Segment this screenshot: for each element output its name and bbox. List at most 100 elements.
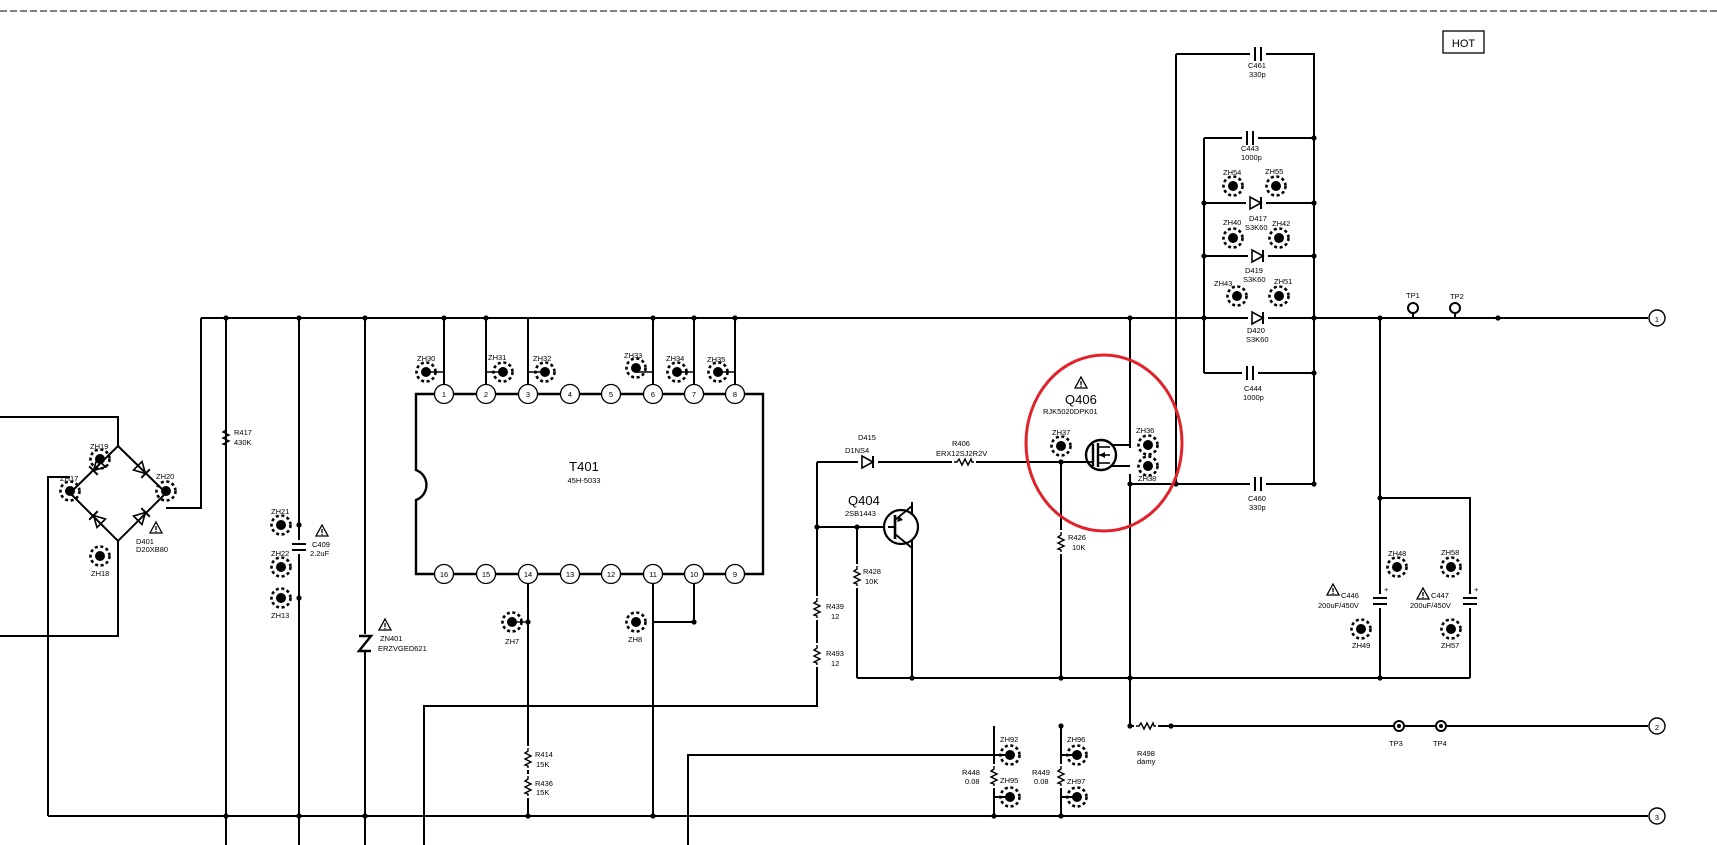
svg-text:ZH19: ZH19 [90,442,108,451]
svg-text:TP2: TP2 [1450,292,1464,301]
svg-text:S3K60: S3K60 [1243,275,1266,284]
svg-text:200uF/450V: 200uF/450V [1318,601,1359,610]
svg-text:C444: C444 [1244,384,1262,393]
svg-text:ZH48: ZH48 [1388,549,1406,558]
svg-text:330p: 330p [1249,70,1266,79]
svg-text:ZH95: ZH95 [1000,776,1018,785]
diode-d420: D420 S3K60 [1246,311,1269,344]
svg-text:12: 12 [831,659,839,668]
t401-top-pin-circle [724,383,746,405]
t401-bottom-pin-circle [517,563,539,585]
resistor-r428: R428 10K [850,564,881,588]
svg-text:ZN401: ZN401 [380,634,403,643]
svg-text:12: 12 [831,612,839,621]
svg-text:ZH31: ZH31 [488,353,506,362]
svg-text:C446: C446 [1341,591,1359,600]
svg-text:ZH20: ZH20 [156,472,174,481]
svg-text:R439: R439 [826,602,844,611]
svg-text:D415: D415 [858,433,876,442]
svg-text:D1NS4: D1NS4 [845,446,869,455]
svg-text:ZH33: ZH33 [624,351,642,360]
resistor-r439: R439 12 [810,596,844,621]
resistor-r414: R414 15K [521,746,553,770]
connectors: 1 2 3 [1648,309,1666,825]
t401-bottom-pin-circle [475,563,497,585]
d401-ref: D401 [136,537,154,546]
svg-text:R498: R498 [1137,749,1155,758]
resistor-r449: R449 0.08 [1032,764,1068,788]
svg-text:R449: R449 [1032,768,1050,777]
t401-top-pin-circle [683,383,705,405]
svg-text:ZH97: ZH97 [1067,777,1085,786]
svg-text:D420: D420 [1247,326,1265,335]
svg-text:15K: 15K [536,760,549,769]
svg-text:R493: R493 [826,649,844,658]
svg-text:damy: damy [1137,757,1156,766]
hot-box [1442,30,1485,54]
highlight-circle [1024,353,1184,533]
t401-bottom-pin-circle [642,563,664,585]
svg-text:ZH22: ZH22 [271,549,289,558]
resistor-r436: R436 15K [521,774,553,798]
transistor-q404: Q404 2SB1443 [845,493,920,549]
svg-text:3: 3 [1655,813,1659,822]
t401-top-pin-circle [475,383,497,405]
t401-bottom-pin-circle [600,563,622,585]
bridge-rectifier-d401: D401 D20XB80 [68,444,168,554]
svg-text:C447: C447 [1431,591,1449,600]
svg-text:0.08: 0.08 [1034,777,1049,786]
zh-pads: ZH19 ZH17 ZH20 ZH18 ZH21 ZH22 ZH13 ZH30 … [59,167,1462,808]
t401-top-pin-label: 5 [609,390,613,399]
diode-d415: D415 D1NS4 [845,433,878,469]
svg-text:ZH40: ZH40 [1223,218,1241,227]
svg-text:ZH32: ZH32 [533,354,551,363]
svg-text:ZH37: ZH37 [1052,428,1070,437]
svg-text:+: + [1384,585,1389,594]
svg-text:R417: R417 [234,428,252,437]
svg-text:ZH54: ZH54 [1223,168,1241,177]
svg-text:430K: 430K [234,438,252,447]
svg-text:Q404: Q404 [848,493,880,508]
t401-bottom-pin-label: 16 [440,570,448,579]
t401-top-pin-circle [600,383,622,405]
svg-text:C409: C409 [312,540,330,549]
svg-text:ZH36: ZH36 [1136,426,1154,435]
svg-text:ZH55: ZH55 [1265,167,1283,176]
t401-top-pin-label: 6 [651,390,655,399]
svg-text:0.08: 0.08 [965,777,980,786]
mosfet-q406: Q406 RJK5020DPK01 [1043,376,1118,472]
svg-text:45H-5033: 45H-5033 [568,476,601,485]
svg-text:ZH49: ZH49 [1352,641,1370,650]
svg-text:1000p: 1000p [1241,153,1262,162]
svg-text:S3K60: S3K60 [1245,223,1268,232]
t401-bottom-pin-label: 10 [690,570,698,579]
svg-text:C443: C443 [1241,144,1259,153]
svg-text:R426: R426 [1068,533,1086,542]
t401-top-pin-label: 7 [692,390,696,399]
svg-text:Q406: Q406 [1065,392,1097,407]
svg-text:ZH57: ZH57 [1441,641,1459,650]
svg-text:ZH7: ZH7 [505,637,519,646]
svg-text:ZH51: ZH51 [1274,277,1292,286]
svg-text:R448: R448 [962,768,980,777]
svg-text:10K: 10K [865,577,878,586]
t401-bottom-pin-circle [559,563,581,585]
svg-text:ZH8: ZH8 [628,635,642,644]
t401-bottom-pin-label: 9 [733,570,737,579]
resistor-r493: R493 12 [810,643,844,668]
t401-top-pin-label: 1 [442,390,446,399]
svg-text:ZH13: ZH13 [271,611,289,620]
diode-d419: D419 S3K60 [1243,249,1268,284]
svg-text:330p: 330p [1249,503,1266,512]
resistor-r417: R417 430K [222,426,252,448]
capacitor-c444: C444 1000p [1242,365,1264,402]
svg-text:ERZVGED621: ERZVGED621 [378,644,427,653]
varistor-zn401: ZN401 ERZVGED621 [356,618,427,653]
svg-text:R428: R428 [863,567,881,576]
svg-text:200uF/450V: 200uF/450V [1410,601,1451,610]
svg-text:ZH21: ZH21 [271,507,289,516]
svg-text:ZH17: ZH17 [60,474,78,483]
svg-text:TP1: TP1 [1406,291,1420,300]
resistor-r426: R426 10K [1054,530,1086,554]
